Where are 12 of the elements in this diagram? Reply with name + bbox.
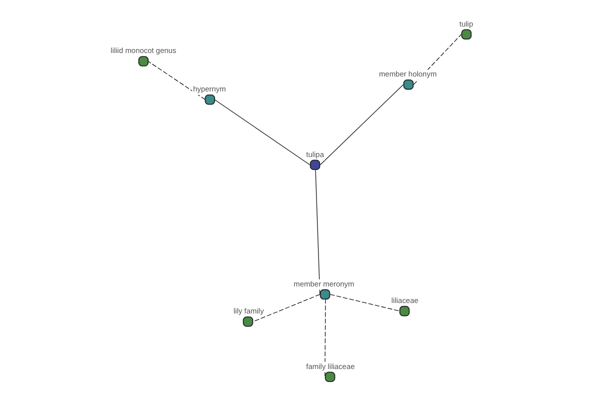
connector [324, 298, 326, 378]
node-label: lily family [233, 306, 264, 316]
connector [214, 99, 310, 166]
connector [147, 60, 206, 100]
connector [329, 294, 400, 312]
connector [319, 84, 404, 166]
node-label: liliid monocot genus [110, 46, 176, 56]
node-label: liliaceae [390, 296, 418, 306]
node-label: tulip [458, 19, 473, 28]
connector [412, 34, 462, 85]
connector [314, 169, 320, 295]
connector [252, 294, 320, 322]
